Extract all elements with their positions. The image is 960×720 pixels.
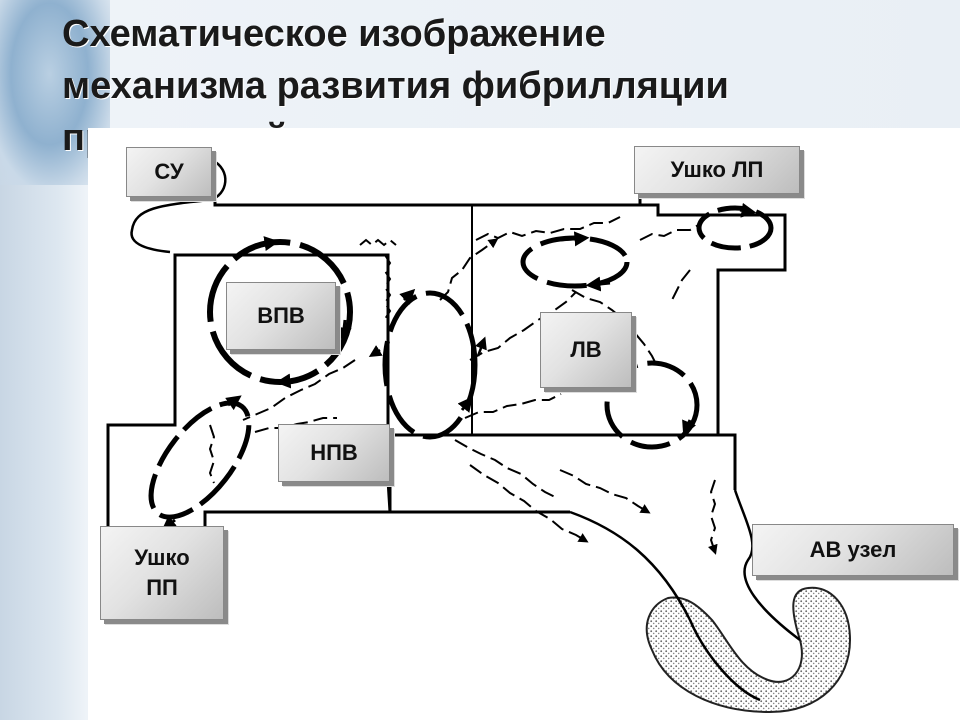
label-su: СУ: [126, 147, 212, 197]
slide-title: Схематическое изображение механизма разв…: [62, 8, 922, 164]
circuit-lp-appendage: [696, 205, 774, 251]
label-pp-appendage: Ушко ПП: [100, 526, 224, 620]
label-npv: НПВ: [278, 424, 390, 482]
label-lp-appendage: Ушко ЛП: [634, 146, 800, 194]
circuit-pp-appendage: [148, 400, 252, 520]
av-conduit: [569, 489, 801, 702]
label-lv: ЛВ: [540, 312, 632, 388]
title-line-2: механизма развития фибрилляции: [62, 65, 729, 107]
label-vpv: ВПВ: [226, 282, 336, 350]
circuit-ivs: [382, 290, 478, 440]
title-line-1: Схематическое изображение: [62, 13, 606, 55]
su-tail: [130, 158, 227, 254]
label-av-node: АВ узел: [752, 524, 954, 576]
circuit-lv-lower: [604, 360, 700, 450]
av-node-shape: [645, 586, 852, 714]
circuit-arrows: [161, 202, 757, 531]
atria-outline: [106, 170, 787, 530]
